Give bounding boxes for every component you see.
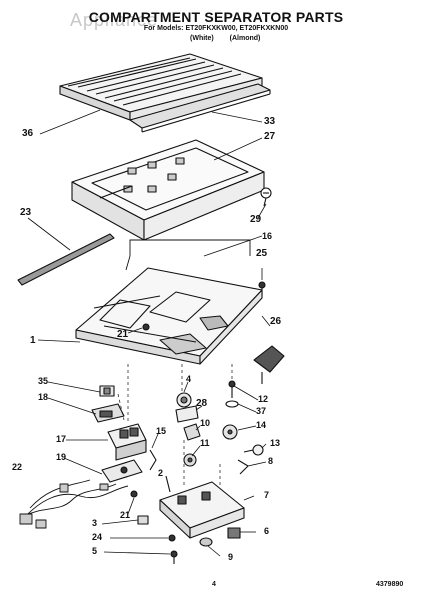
part-3-clip: [137, 515, 149, 525]
part-5-screw: [170, 550, 178, 564]
variant-white: (White): [190, 35, 214, 42]
watermark: Appliance: [70, 10, 159, 30]
part-21-screw-lower: [130, 490, 138, 498]
part-11-damper: [183, 453, 197, 467]
label-part-36: 36: [22, 128, 34, 139]
part-2-screw: [165, 475, 171, 493]
part-7-housing: [159, 481, 245, 539]
part-14-sensor: [222, 424, 238, 440]
model-subtitle: For Models: ET20FKXKW00, ET20FKXKN00: [143, 25, 289, 32]
label-part-21-lower: 21: [120, 510, 131, 520]
label-part-4: 4: [186, 374, 192, 384]
leader-lines: [27, 109, 271, 557]
label-part-5: 5: [92, 546, 98, 556]
part-19-cover: [101, 459, 143, 483]
alignment-lines: [117, 364, 233, 488]
page-number: 4: [212, 581, 216, 588]
part-37-washer: [225, 400, 239, 408]
part-22-wire-harness: [19, 479, 129, 529]
label-part-25: 25: [256, 248, 268, 259]
label-part-28: 28: [196, 398, 208, 409]
label-part-26: 26: [270, 316, 282, 327]
label-part-19: 19: [56, 452, 67, 462]
part-36-slotted-tray: [59, 53, 263, 121]
page-title: COMPARTMENT SEPARATOR PARTS: [88, 9, 344, 25]
part-29-screw: [260, 187, 272, 207]
part-24-screw: [168, 534, 176, 542]
part-12-screw: [228, 380, 236, 398]
part-16-gasket: [125, 239, 251, 271]
part-15-wire: [149, 449, 157, 471]
label-part-35: 35: [38, 376, 49, 386]
label-part-2: 2: [158, 468, 164, 478]
label-part-12: 12: [258, 394, 269, 404]
label-part-13: 13: [270, 438, 281, 448]
part-33-trim-strip: [129, 83, 271, 133]
part-8-lead: [237, 459, 249, 475]
part-9-grommet: [199, 537, 213, 547]
label-part-7: 7: [264, 490, 270, 500]
part-27-frame: [71, 139, 265, 241]
label-part-10: 10: [200, 418, 211, 428]
part-4-knob: [176, 392, 192, 408]
label-part-37: 37: [256, 406, 267, 416]
part-17-control-box: [107, 423, 147, 461]
part-28-bracket: [175, 405, 199, 423]
document-number: 4379890: [376, 581, 404, 588]
label-part-29: 29: [250, 214, 262, 225]
label-part-9: 9: [228, 552, 234, 562]
label-part-15: 15: [156, 426, 167, 436]
label-part-3: 3: [92, 518, 98, 528]
label-part-17: 17: [56, 434, 67, 444]
color-variants: (White) (Almond): [190, 35, 274, 42]
label-part-24: 24: [92, 532, 103, 542]
part-18-bracket: [91, 403, 125, 423]
label-part-6: 6: [264, 526, 270, 536]
part-1-separator-plate: [75, 267, 263, 365]
part-10-clip: [183, 423, 201, 441]
part-26-bracket: [253, 345, 285, 384]
label-part-1: 1: [30, 335, 36, 346]
variant-almond: (Almond): [229, 35, 261, 42]
label-part-11: 11: [200, 438, 210, 448]
label-part-14: 14: [256, 420, 267, 430]
label-part-18: 18: [38, 392, 49, 402]
part-13-bulb: [243, 444, 264, 456]
label-part-8: 8: [268, 456, 274, 466]
label-part-27: 27: [264, 131, 276, 142]
label-part-23: 23: [20, 207, 32, 218]
label-part-22: 22: [12, 462, 23, 472]
part-35-clip: [99, 385, 115, 397]
label-part-21-upper: 21: [117, 329, 129, 340]
label-part-16: 16: [262, 231, 273, 241]
label-part-33: 33: [264, 116, 276, 127]
part-6-connector: [227, 527, 241, 539]
part-21-screw-upper: [142, 323, 150, 331]
part-23-rod: [17, 233, 115, 286]
